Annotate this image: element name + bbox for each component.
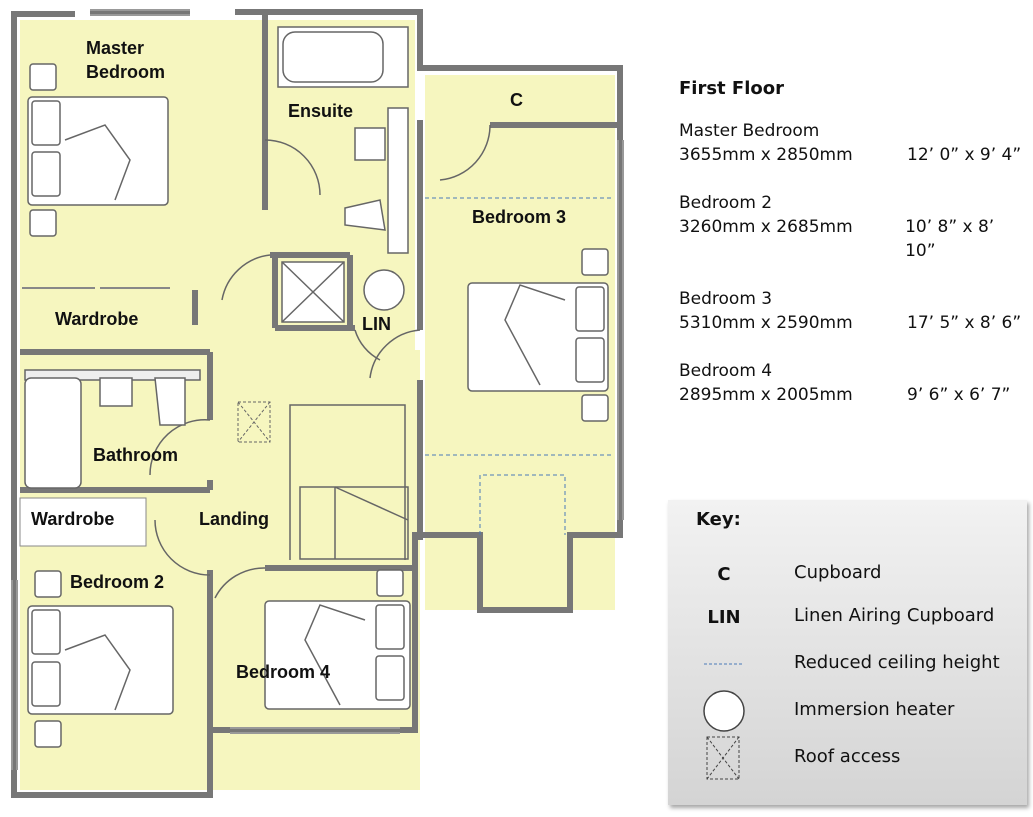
dimension-entry: Bedroom 3 5310mm x 2590mm 17’ 5” x 8’ 6” bbox=[679, 287, 1029, 335]
room-name: Bedroom 2 bbox=[679, 193, 773, 213]
metric-size: 3655mm x 2850mm bbox=[679, 145, 853, 165]
imperial-size: 10’ 8” x 8’ 10” bbox=[905, 217, 995, 261]
metric-size: 3260mm x 2685mm bbox=[679, 217, 853, 237]
key-label: Cupboard bbox=[794, 562, 882, 583]
floor-title: First Floor bbox=[679, 78, 785, 99]
label-landing: Landing bbox=[199, 509, 269, 529]
label-bedroom-4: Bedroom 4 bbox=[236, 662, 330, 682]
label-bathroom: Bathroom bbox=[93, 445, 178, 465]
linen-symbol: LIN bbox=[707, 606, 741, 628]
ensuite-fixtures bbox=[277, 26, 409, 323]
dimension-entry: Master Bedroom 3655mm x 2850mm 12’ 0” x … bbox=[679, 119, 1029, 167]
label-bedroom-2: Bedroom 2 bbox=[70, 572, 164, 592]
imperial-size: 12’ 0” x 9’ 4” bbox=[907, 145, 1022, 165]
room-name: Master Bedroom bbox=[679, 121, 820, 141]
key-label: Immersion heater bbox=[794, 699, 955, 720]
windows bbox=[11, 9, 624, 770]
cross-box-icon bbox=[692, 736, 756, 780]
dimension-entry: Bedroom 2 3260mm x 2685mm 10’ 8” x 8’ 10… bbox=[679, 191, 1029, 263]
key-label: Roof access bbox=[794, 746, 901, 767]
key-item-linen: LIN Linen Airing Cupboard bbox=[668, 597, 1027, 637]
dimension-entry: Bedroom 4 2895mm x 2005mm 9’ 6” x 6’ 7” bbox=[679, 359, 1029, 407]
key-title: Key: bbox=[696, 509, 741, 530]
key-item-roof-access: Roof access bbox=[668, 736, 1027, 780]
key-item-reduced-ceiling: Reduced ceiling height bbox=[668, 644, 1027, 684]
bedroom-4-bed-icon bbox=[264, 569, 411, 710]
reduced-ceiling-lines bbox=[425, 197, 612, 535]
imperial-size: 17’ 5” x 8’ 6” bbox=[907, 313, 1022, 333]
key-item-cupboard: C Cupboard bbox=[668, 554, 1027, 594]
key-item-immersion: Immersion heater bbox=[668, 690, 1027, 732]
label-linen: LIN bbox=[362, 314, 391, 334]
bathroom-fixtures bbox=[24, 369, 201, 489]
circle-icon bbox=[692, 690, 756, 732]
door-swings bbox=[149, 124, 491, 599]
roof-access-icon bbox=[237, 401, 271, 443]
label-cupboard: C bbox=[510, 90, 523, 110]
floor-plan: Master Bedroom Ensuite C Bedroom 3 Wardr… bbox=[11, 9, 624, 798]
label-ensuite: Ensuite bbox=[288, 101, 353, 121]
walls bbox=[11, 9, 623, 798]
label-wardrobe-master: Wardrobe bbox=[55, 309, 138, 329]
dashed-line-icon bbox=[692, 644, 756, 684]
immersion-heater-icon bbox=[363, 269, 405, 311]
key-legend: Key: C Cupboard LIN Linen Airing Cupboar… bbox=[668, 500, 1027, 805]
imperial-size: 9’ 6” x 6’ 7” bbox=[907, 385, 1011, 405]
room-name: Bedroom 3 bbox=[679, 289, 773, 309]
label-wardrobe-bed2: Wardrobe bbox=[31, 509, 114, 529]
bedroom-2-bed-icon bbox=[27, 570, 174, 748]
master-bed-icon bbox=[27, 63, 169, 237]
wardrobe-bed2-fill bbox=[19, 497, 147, 547]
key-label: Reduced ceiling height bbox=[794, 652, 1000, 673]
cupboard-symbol: C bbox=[717, 563, 731, 585]
bedroom-3-bed-icon bbox=[467, 248, 609, 422]
stairs bbox=[289, 404, 409, 560]
room-dimensions-panel: First Floor Master Bedroom 3655mm x 2850… bbox=[679, 78, 1029, 431]
label-master-bedroom-line2: Bedroom bbox=[86, 62, 165, 82]
label-bedroom-3: Bedroom 3 bbox=[472, 207, 566, 227]
key-label: Linen Airing Cupboard bbox=[794, 605, 995, 626]
label-master-bedroom-line1: Master bbox=[86, 38, 144, 58]
room-name: Bedroom 4 bbox=[679, 361, 773, 381]
metric-size: 2895mm x 2005mm bbox=[679, 385, 853, 405]
metric-size: 5310mm x 2590mm bbox=[679, 313, 853, 333]
